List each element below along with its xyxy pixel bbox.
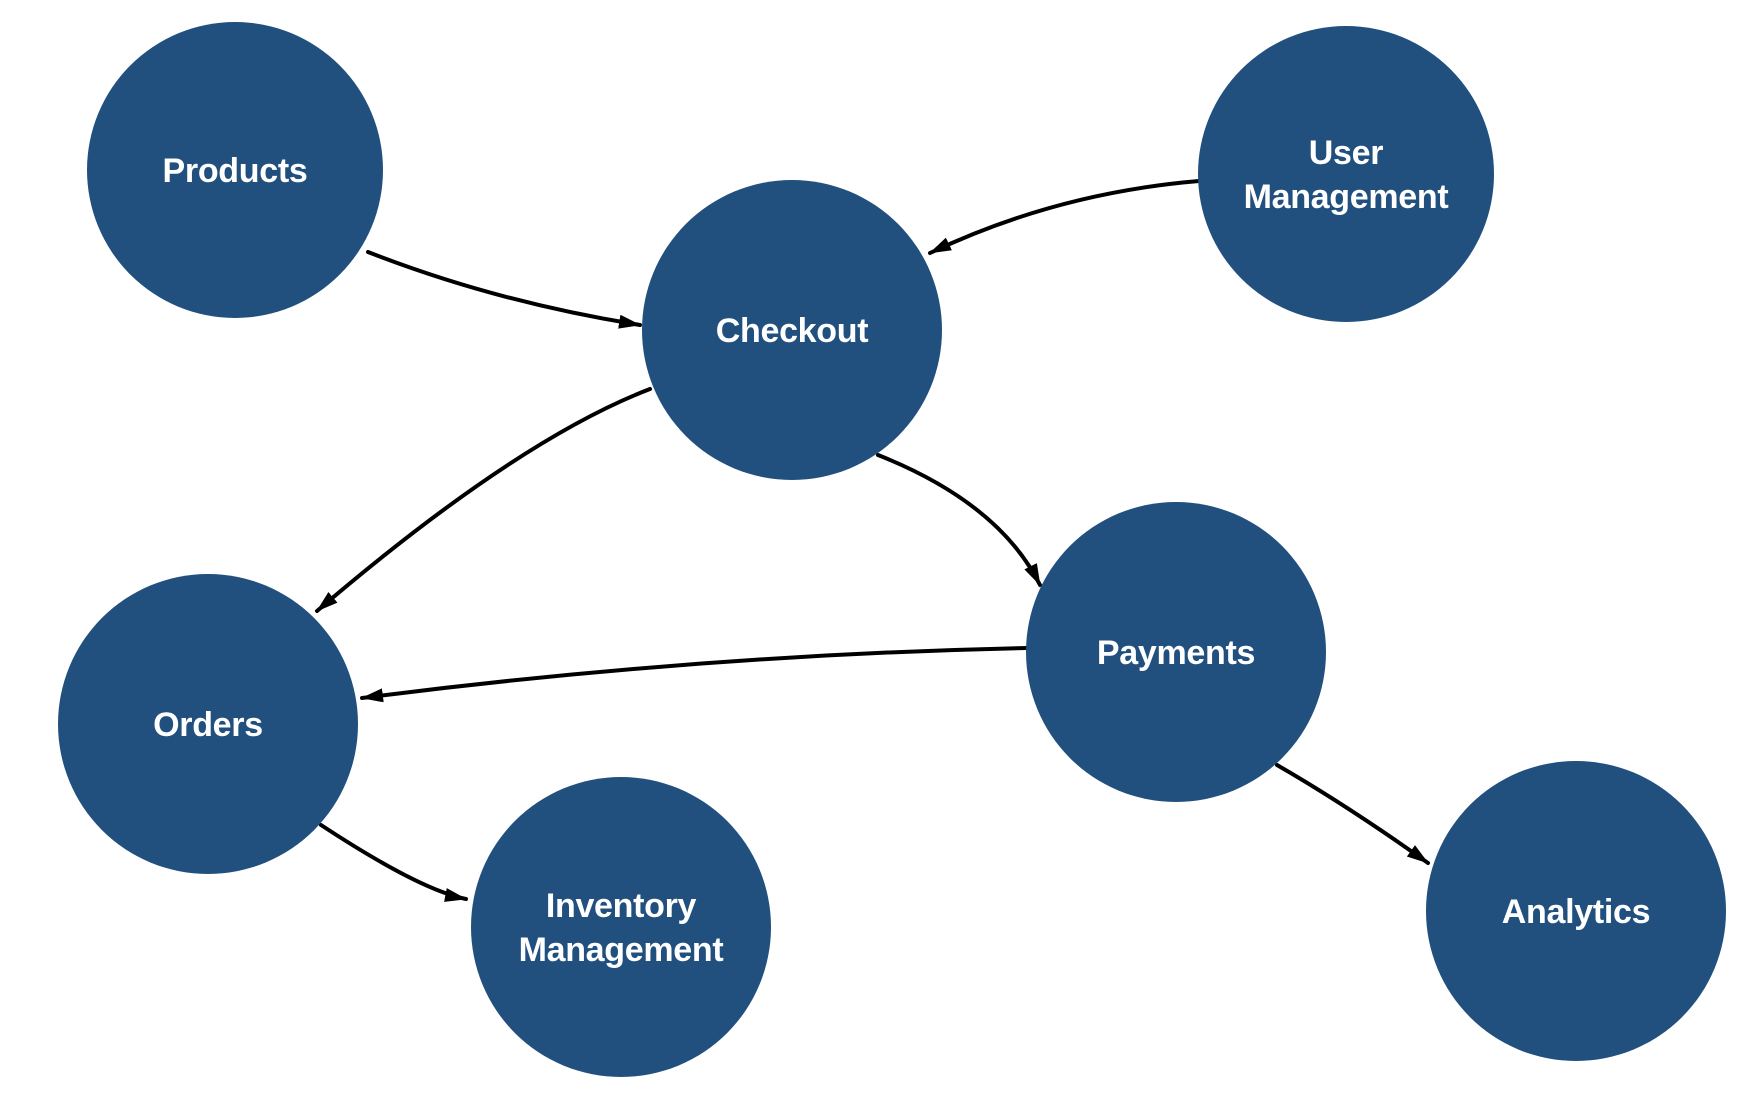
node-checkout[interactable]: Checkout xyxy=(642,180,942,480)
edge-payments-to-analytics[interactable] xyxy=(1275,763,1430,865)
edge-checkout-to-payments[interactable] xyxy=(876,453,1042,587)
edge-payments-to-orders[interactable] xyxy=(360,646,1029,703)
node-products[interactable]: Products xyxy=(87,22,383,318)
edge-checkout-to-orders[interactable] xyxy=(315,387,652,613)
node-payments-circle[interactable] xyxy=(1026,502,1326,802)
node-analytics[interactable]: Analytics xyxy=(1426,761,1726,1061)
node-orders[interactable]: Orders xyxy=(58,574,358,874)
edge-orders-to-inventory-management[interactable] xyxy=(319,823,468,902)
edges-layer xyxy=(315,179,1430,902)
edge-user-management-to-checkout[interactable] xyxy=(928,179,1201,255)
node-orders-circle[interactable] xyxy=(58,574,358,874)
node-analytics-circle[interactable] xyxy=(1426,761,1726,1061)
edge-products-to-checkout[interactable] xyxy=(366,250,642,329)
node-payments[interactable]: Payments xyxy=(1026,502,1326,802)
node-products-circle[interactable] xyxy=(87,22,383,318)
node-checkout-circle[interactable] xyxy=(642,180,942,480)
node-inventory-management-circle[interactable] xyxy=(471,777,771,1077)
node-user-management-circle[interactable] xyxy=(1198,26,1494,322)
